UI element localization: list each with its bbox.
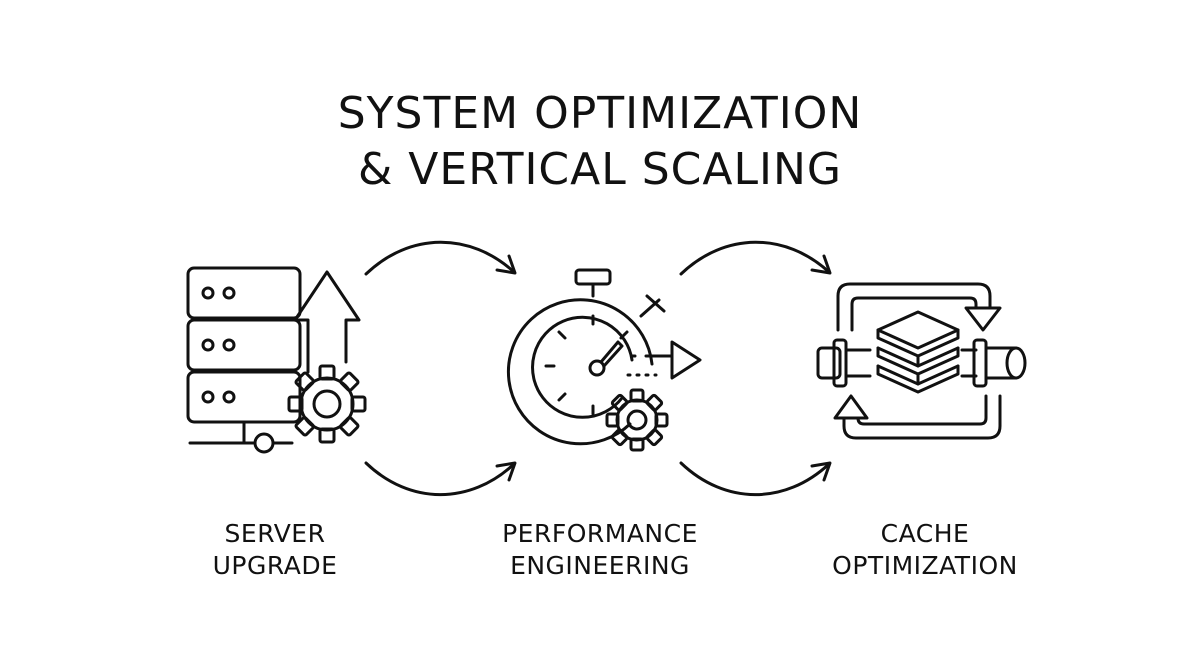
step-label-cache-optimization: CACHE OPTIMIZATION: [800, 518, 1050, 582]
diagram-title-line-2: & VERTICAL SCALING: [358, 144, 842, 195]
stopwatch-gear-icon: [506, 268, 702, 452]
step-3-line-1: CACHE: [880, 519, 970, 548]
flow-arrows-2-to-3: [679, 240, 832, 497]
step-3-line-2: OPTIMIZATION: [832, 551, 1018, 580]
server-upgrade-icon: [186, 266, 367, 454]
cache-layers-icon: [816, 282, 1027, 440]
step-2-line-2: ENGINEERING: [510, 551, 690, 580]
flow-arrows-1-to-2: [364, 240, 517, 497]
step-label-performance-engineering: PERFORMANCE ENGINEERING: [470, 518, 730, 582]
step-2-line-1: PERFORMANCE: [502, 519, 698, 548]
stopwatch-gear: [605, 388, 669, 452]
server-gear-icon: [287, 364, 367, 444]
diagram-title-line-1: SYSTEM OPTIMIZATION: [337, 88, 863, 139]
step-1-line-2: UPGRADE: [212, 551, 338, 580]
step-1-line-1: SERVER: [224, 519, 326, 548]
step-label-server-upgrade: SERVER UPGRADE: [170, 518, 380, 582]
